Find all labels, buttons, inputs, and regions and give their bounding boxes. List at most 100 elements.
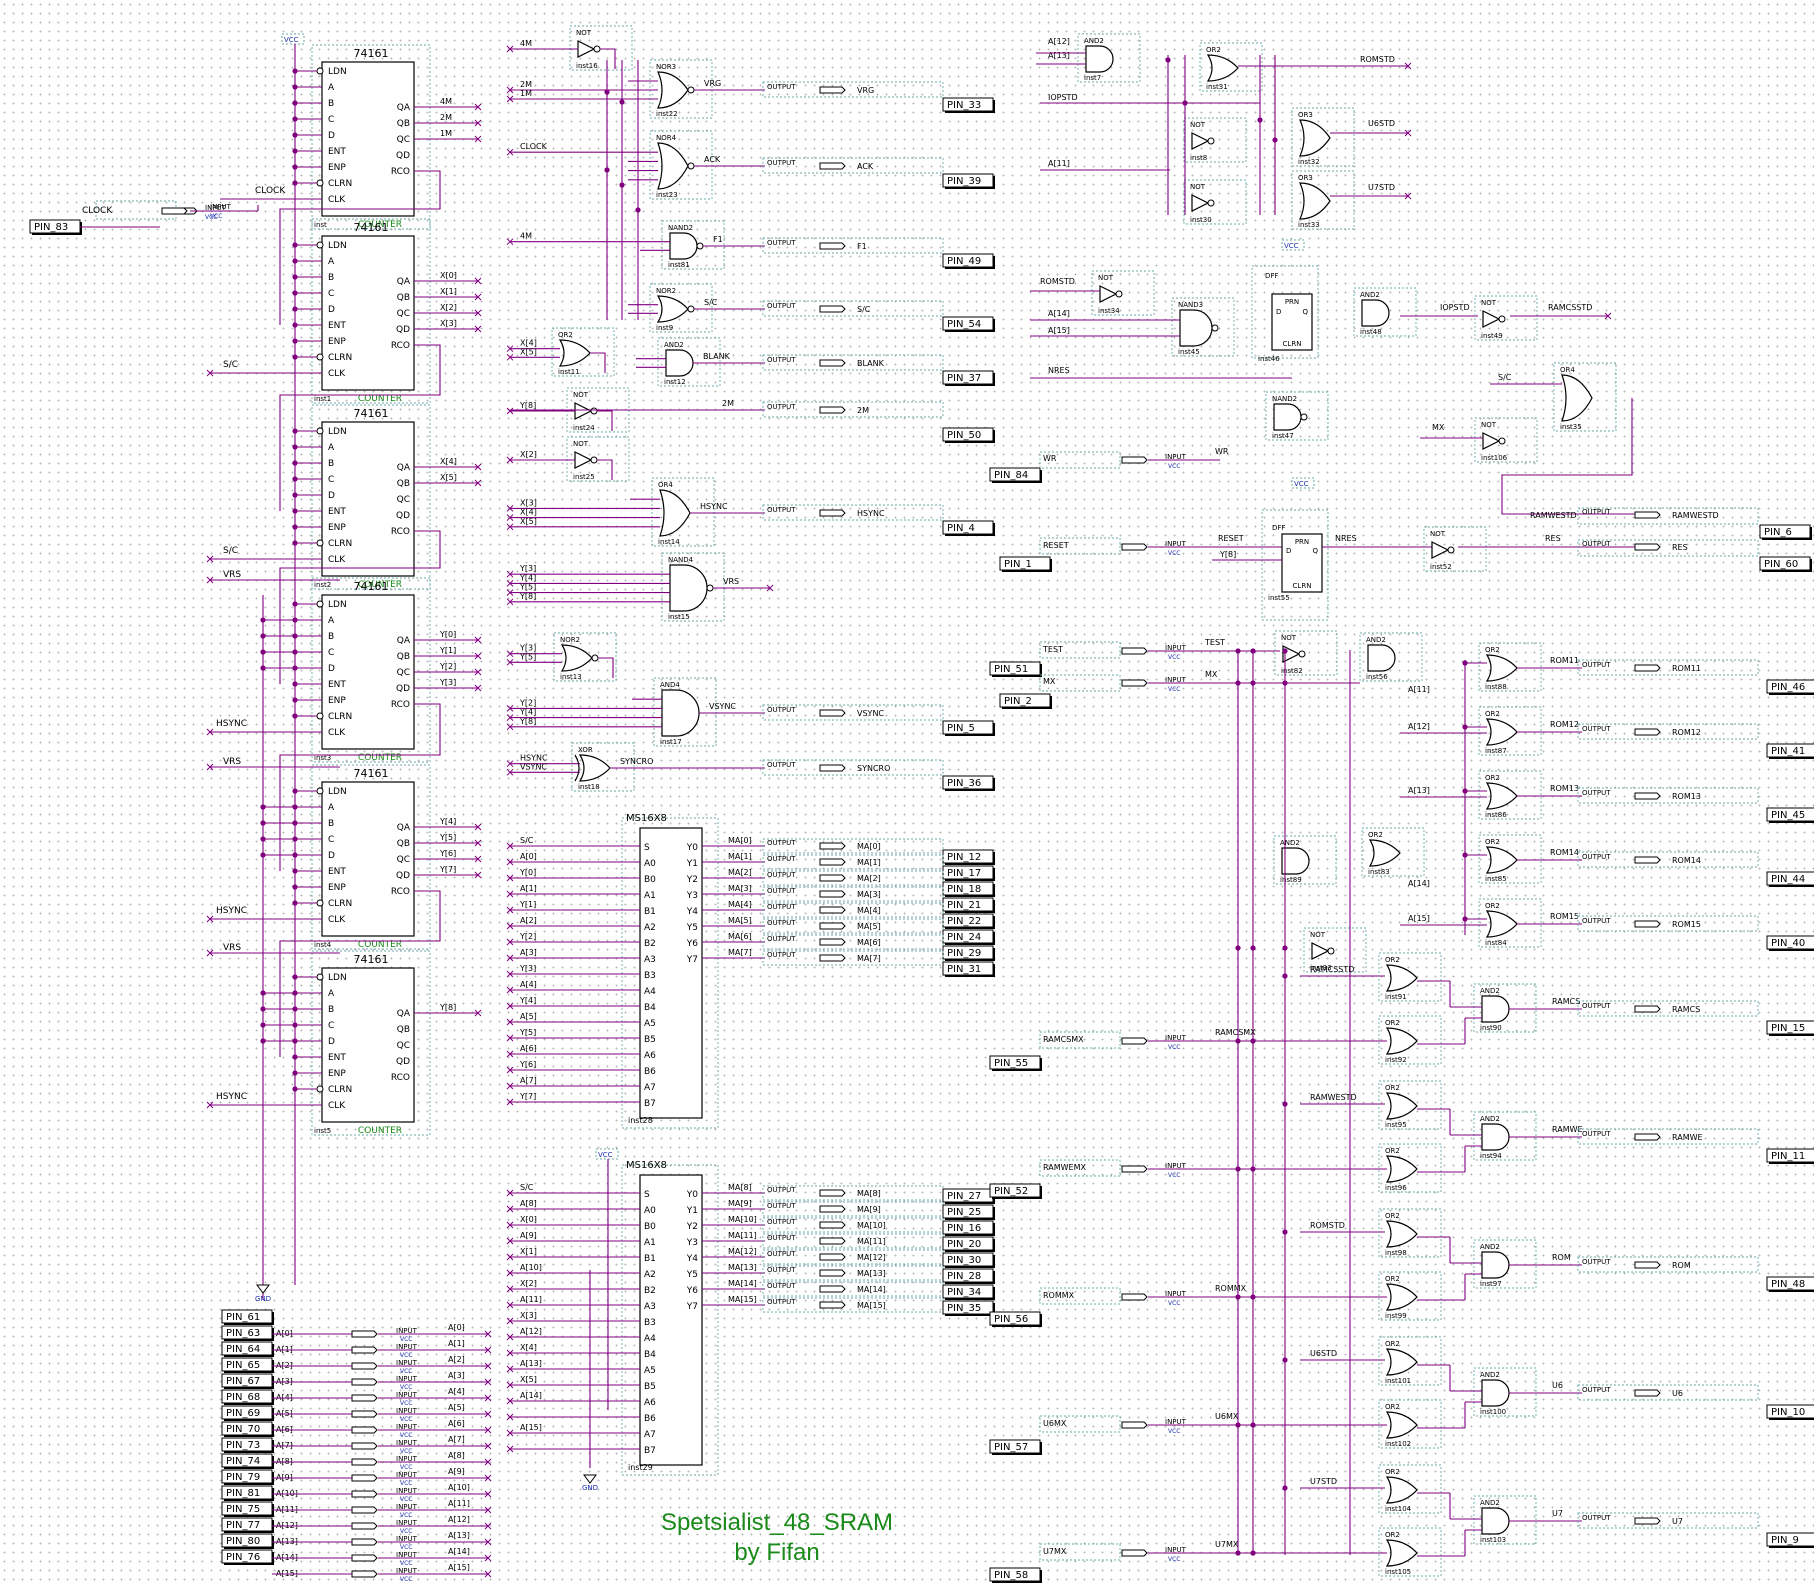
unconnected-x bbox=[484, 1458, 492, 1466]
io-port-shape bbox=[1634, 1517, 1661, 1525]
output-port-frame bbox=[762, 401, 944, 418]
net-label: Y[6] bbox=[519, 1060, 536, 1069]
net-label: A[0] bbox=[448, 1323, 465, 1332]
or3-gate bbox=[1299, 182, 1331, 220]
address-pin bbox=[221, 1421, 273, 1436]
counter-output-pin: QD bbox=[396, 511, 410, 521]
io-port-shape bbox=[819, 406, 846, 414]
output-pin bbox=[1766, 807, 1814, 822]
pin-label: PIN_40 bbox=[1771, 938, 1805, 949]
junction-dot bbox=[1250, 1166, 1256, 1172]
port-name: RES bbox=[1672, 543, 1688, 552]
port-name: HSYNC bbox=[857, 509, 885, 518]
pin-label: PIN_60 bbox=[1764, 559, 1798, 570]
address-pin bbox=[221, 1373, 273, 1388]
output-tag: OUTPUT bbox=[767, 159, 796, 167]
io-port-shape bbox=[819, 954, 846, 962]
instance-name: inst93 bbox=[1310, 964, 1332, 972]
instance-name: inst100 bbox=[1480, 1408, 1506, 1416]
mux-output-pin: Y7 bbox=[686, 1302, 698, 1312]
not-gate-frame bbox=[1183, 117, 1247, 163]
counter-footer: COUNTER bbox=[358, 1126, 402, 1136]
io-port-shape bbox=[819, 709, 846, 717]
instance-name: inst106 bbox=[1481, 454, 1508, 462]
instance-name: inst4 bbox=[314, 941, 332, 949]
or2-gate bbox=[1385, 1220, 1418, 1248]
output-tag: OUTPUT bbox=[767, 1250, 796, 1258]
junction-dot bbox=[635, 207, 641, 213]
nor4-gate-frame bbox=[649, 130, 713, 200]
output-tag: OUTPUT bbox=[767, 1282, 796, 1290]
mux-frame bbox=[621, 817, 719, 1129]
io-port-shape bbox=[351, 1394, 378, 1402]
vcc-tag: VCC bbox=[1168, 463, 1180, 470]
net-label: X[0] bbox=[440, 271, 457, 280]
counter-input-pin: B bbox=[328, 459, 334, 469]
gate-type: XOR bbox=[578, 746, 593, 754]
output-tag: OUTPUT bbox=[1582, 1514, 1611, 1522]
net-label: A[12] bbox=[448, 1515, 470, 1524]
net-label: ROM12 bbox=[1550, 720, 1579, 729]
output-port-frame bbox=[762, 704, 944, 721]
mux-input-pin: A1 bbox=[644, 1238, 656, 1248]
unconnected-x bbox=[206, 949, 214, 957]
gate-type: OR2 bbox=[558, 331, 573, 339]
net-label: A[12] bbox=[1048, 37, 1070, 46]
or2-gate-frame bbox=[1378, 1464, 1442, 1514]
unconnected-x bbox=[484, 1474, 492, 1482]
net-label: TEST bbox=[1204, 638, 1225, 647]
mux-output-pin: Y1 bbox=[686, 859, 698, 869]
output-tag: OUTPUT bbox=[1582, 789, 1611, 797]
net-label: A[12] bbox=[1408, 722, 1430, 731]
instance-name: inst82 bbox=[1281, 667, 1303, 675]
counter-frame bbox=[311, 577, 431, 763]
gate-type: AND2 bbox=[1480, 1371, 1500, 1379]
output-tag: OUTPUT bbox=[1582, 1386, 1611, 1394]
counter-input-pin: ENT bbox=[328, 321, 346, 331]
instance-name: inst84 bbox=[1485, 939, 1507, 947]
gate-type: NAND4 bbox=[668, 556, 694, 564]
net-label: ROMMX bbox=[1215, 1284, 1247, 1293]
gate-type: AND2 bbox=[1084, 37, 1104, 45]
net-label: Y[3] bbox=[519, 644, 536, 653]
and4-gate bbox=[661, 689, 700, 737]
and2-gate bbox=[1361, 299, 1390, 327]
output-pin bbox=[942, 370, 994, 385]
unconnected-x bbox=[206, 915, 214, 923]
instance-name: inst7 bbox=[1084, 74, 1101, 82]
gate-type: AND2 bbox=[1480, 1115, 1500, 1123]
mux-ms16x8 bbox=[639, 1174, 703, 1466]
and2-gate-frame bbox=[1473, 1367, 1537, 1417]
junction-dot bbox=[1282, 1485, 1288, 1491]
port-name: MA[4] bbox=[857, 906, 881, 915]
junction-dot bbox=[260, 836, 266, 842]
unconnected-x bbox=[506, 954, 514, 962]
output-tag: OUTPUT bbox=[1582, 508, 1611, 516]
counter-output-pin: QC bbox=[397, 855, 410, 865]
output-tag: OUTPUT bbox=[1582, 661, 1611, 669]
unconnected-x bbox=[484, 1378, 492, 1386]
junction-dot bbox=[292, 306, 298, 312]
unconnected-x bbox=[506, 505, 514, 512]
rco-chain-wire bbox=[279, 703, 441, 871]
counter-input-pin: CLK bbox=[328, 915, 346, 925]
not-gate-frame bbox=[1183, 179, 1247, 225]
unconnected-x bbox=[206, 728, 214, 736]
or2-gate-frame bbox=[1378, 1080, 1442, 1130]
port-name: U7MX bbox=[1043, 1547, 1067, 1556]
unconnected-x bbox=[506, 1445, 514, 1453]
net-label: MX bbox=[1432, 423, 1445, 432]
or2-gate bbox=[1385, 964, 1418, 992]
output-port-frame bbox=[762, 504, 944, 521]
net-label: Y[1] bbox=[439, 646, 456, 655]
gate-type: NOR4 bbox=[656, 134, 677, 142]
counter-input-pin: CLRN bbox=[328, 1085, 352, 1095]
unconnected-x bbox=[506, 1050, 514, 1058]
junction-dot bbox=[1282, 945, 1288, 951]
net-label: X[5] bbox=[520, 517, 537, 526]
address-pin bbox=[221, 1533, 273, 1548]
input-pin bbox=[989, 1183, 1041, 1198]
nand2-gate-frame bbox=[661, 220, 725, 270]
unconnected-x bbox=[506, 858, 514, 866]
mux-input-pin: S bbox=[644, 843, 650, 853]
